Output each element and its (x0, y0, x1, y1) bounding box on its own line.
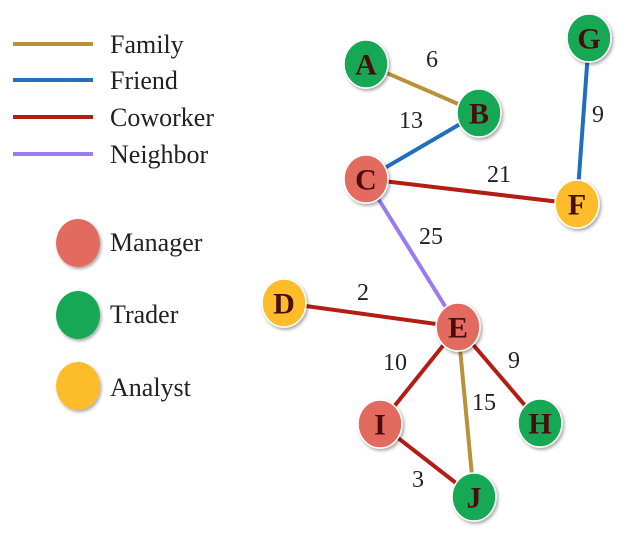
node-label-i: I (374, 409, 386, 442)
node-a: A (343, 39, 389, 89)
node-label-e: E (448, 312, 468, 345)
legend-label-family: Family (110, 30, 184, 59)
node-label-g: G (577, 23, 600, 56)
legend-dot-manager (56, 219, 100, 267)
node-circle-c (343, 154, 389, 204)
legend-label-trader: Trader (110, 300, 179, 329)
node-b: B (456, 88, 502, 138)
legend-dot-analyst (56, 362, 100, 410)
edge-c-e (364, 177, 460, 329)
edge-d-e (283, 301, 459, 329)
legend-item-family: Family (13, 30, 184, 59)
legend-label-coworker: Coworker (110, 103, 214, 132)
edge-weight-e-j: 15 (472, 390, 496, 416)
legend-label-friend: Friend (110, 66, 178, 95)
edge-weight-i-j: 3 (412, 467, 424, 493)
legend-item-coworker: Coworker (13, 103, 214, 132)
edge-weight-c-b: 13 (399, 108, 423, 134)
legend-item-trader: Trader (56, 291, 179, 339)
node-label-b: B (469, 98, 489, 131)
node-circle-i (357, 399, 403, 449)
node-label-c: C (355, 164, 377, 197)
node-label-a: A (355, 49, 377, 82)
edge-weight-a-b: 6 (426, 47, 438, 73)
legend-relations: Family Friend Coworker Neighbor (13, 30, 214, 169)
node-circle-h (517, 398, 563, 448)
node-circle-e (435, 302, 481, 352)
legend-item-neighbor: Neighbor (13, 140, 209, 169)
node-circle-b (456, 88, 502, 138)
node-label-f: F (568, 189, 586, 222)
legend-item-analyst: Analyst (56, 362, 192, 410)
node-label-d: D (273, 288, 295, 321)
edge-weight-c-f: 21 (487, 162, 511, 188)
edge-weight-g-f: 9 (592, 102, 604, 128)
edge-c-f (365, 177, 578, 206)
edge-weights: 6 13 9 21 25 2 10 9 15 3 (357, 47, 604, 493)
node-label-j: J (467, 482, 482, 515)
node-f: F (554, 179, 600, 229)
node-circle-a (343, 39, 389, 89)
edge-weight-e-i: 10 (383, 350, 407, 376)
node-g: G (566, 13, 612, 63)
node-c: C (343, 154, 389, 204)
legend-label-neighbor: Neighbor (110, 140, 209, 169)
node-j: J (451, 472, 497, 522)
edge-weight-d-e: 2 (357, 280, 369, 306)
legend-dot-trader (56, 291, 100, 339)
node-circle-g (566, 13, 612, 63)
node-circle-d (261, 278, 307, 328)
legend-roles: Manager Trader Analyst (56, 219, 203, 410)
edge-weight-c-e: 25 (419, 224, 443, 250)
legend-item-manager: Manager (56, 219, 203, 267)
legend-label-analyst: Analyst (110, 373, 192, 402)
edge-weight-e-h: 9 (508, 348, 520, 374)
legend-item-friend: Friend (13, 66, 178, 95)
node-h: H (517, 398, 563, 448)
node-label-h: H (528, 408, 551, 441)
node-circle-j (451, 472, 497, 522)
node-d: D (261, 278, 307, 328)
edge-e-j (456, 326, 476, 498)
node-circle-f (554, 179, 600, 229)
edge-g-f (575, 37, 591, 205)
nodes: A B C D E F G H I J (261, 13, 612, 522)
node-e: E (435, 302, 481, 352)
node-i: I (357, 399, 403, 449)
legend-label-manager: Manager (110, 228, 203, 257)
